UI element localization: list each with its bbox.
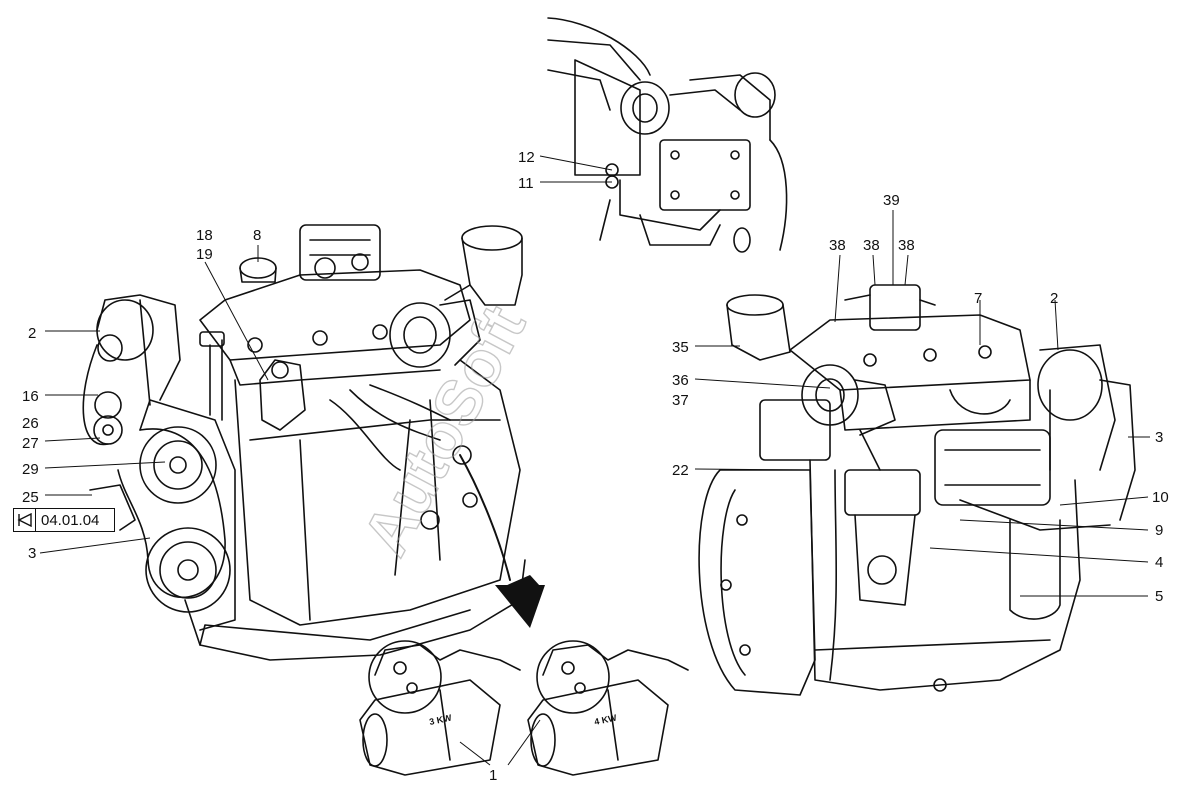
starter-4kw [527,640,689,776]
callout-right-38c: 38 [898,237,915,254]
top-detail [547,17,788,253]
reference-code: 04.01.04 [41,511,100,529]
callout-left-29: 29 [22,461,39,478]
callout-left-26: 26 [22,415,39,432]
callout-left-27: 27 [22,435,39,452]
callout-right-3: 3 [1155,429,1163,446]
callout-right-7: 7 [974,290,982,307]
right-engine [698,284,1136,696]
callout-right-35: 35 [672,339,689,356]
arrow-head-icon [495,585,545,628]
callout-left-8: 8 [253,227,261,244]
callout-left-25: 25 [22,489,39,506]
callout-right-39: 39 [883,192,900,209]
callout-left-16: 16 [22,388,39,405]
callout-top-12: 12 [518,149,535,166]
callout-right-37: 37 [672,392,689,409]
callout-right-10: 10 [1152,489,1169,506]
callout-right-38a: 38 [829,237,846,254]
leader-lines [39,155,1150,766]
reference-box[interactable]: 04.01.04 [13,508,115,532]
left-engine [82,224,526,661]
callout-right-5: 5 [1155,588,1163,605]
callout-right-4: 4 [1155,554,1163,571]
starter-3kw [359,640,521,776]
callout-right-2: 2 [1050,290,1058,307]
callout-right-36: 36 [672,372,689,389]
callout-right-9: 9 [1155,522,1163,539]
callout-right-38b: 38 [863,237,880,254]
callout-left-18: 18 [196,227,213,244]
starter-rating-3kw: 3 KW [428,712,453,727]
callout-left-3: 3 [28,545,36,562]
starter-rating-4kw: 4 KW [593,712,618,727]
callout-left-2: 2 [28,325,36,342]
callouts: 2 16 26 27 29 25 3 8 18 19 12 11 39 38 3… [22,149,1169,784]
callout-left-19: 19 [196,246,213,263]
callout-right-22: 22 [672,462,689,479]
callout-bottom-1: 1 [489,767,497,784]
reference-arrow-icon [14,509,36,531]
callout-top-11: 11 [518,175,534,192]
